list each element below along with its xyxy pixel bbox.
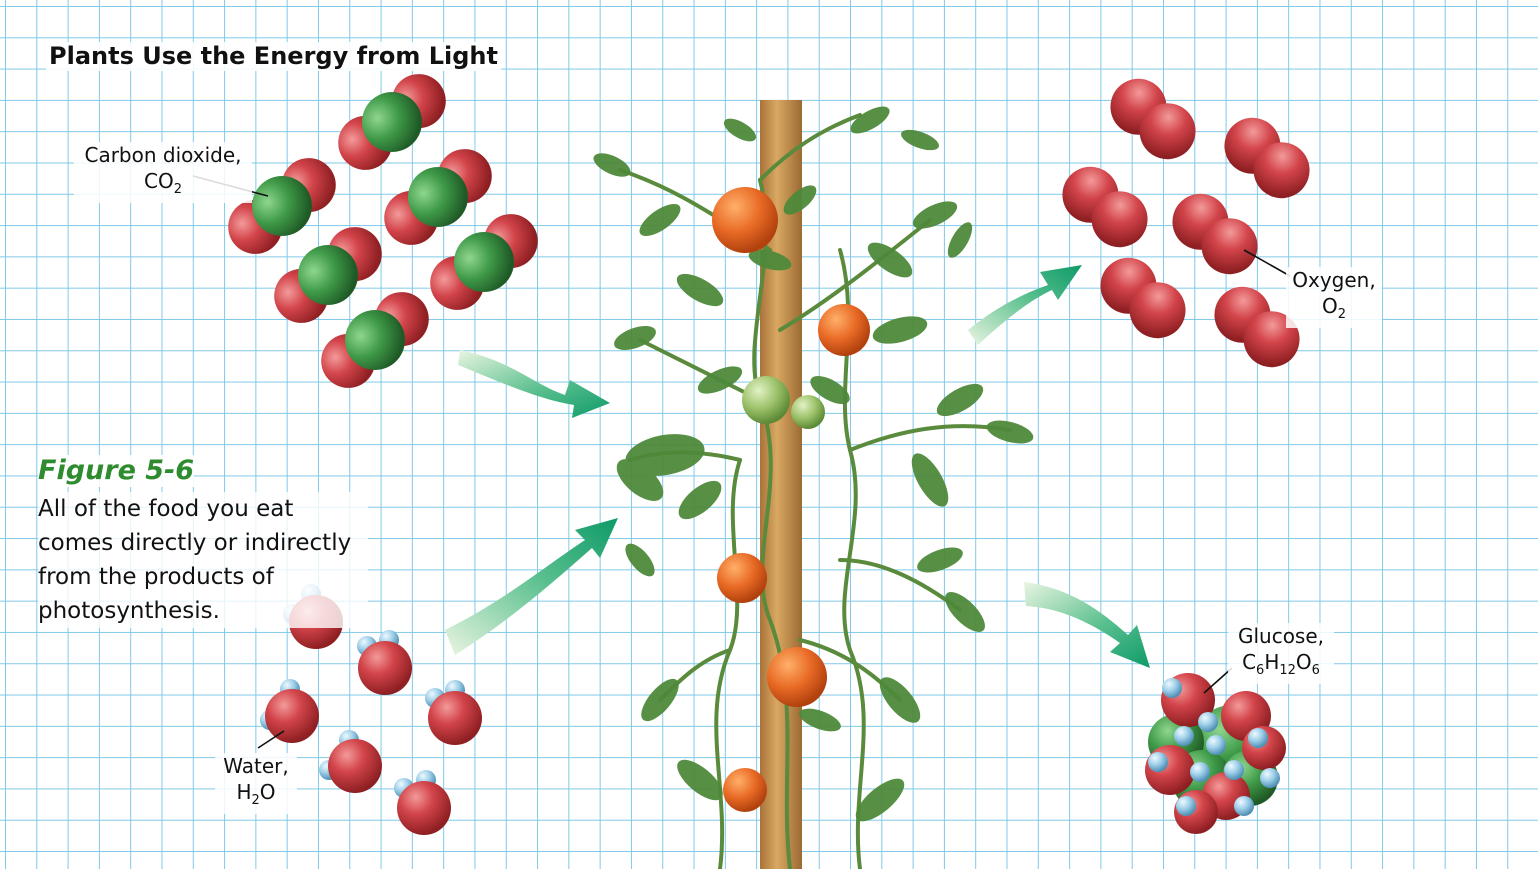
tomato: [723, 768, 767, 812]
o2-formula-main: O: [1322, 294, 1338, 318]
tomato-plant-icon: [590, 100, 1036, 869]
figure-caption: All of the food you eat comes directly o…: [38, 492, 368, 628]
o2-molecule-icon: [1099, 67, 1207, 170]
h2o-formula-o: O: [260, 780, 276, 804]
o2-label: Oxygen, O2: [1286, 267, 1382, 328]
co2-name: Carbon dioxide,: [76, 142, 250, 168]
co2-molecules: [193, 61, 551, 401]
glucose-formula-h: H: [1264, 650, 1279, 674]
h2o-formula-sub: 2: [252, 793, 260, 808]
flow-arrow-icon: [458, 350, 610, 418]
h2o-molecule-icon: [357, 630, 412, 695]
h2o-molecule-icon: [425, 680, 482, 745]
h2o-formula: H2O: [217, 779, 295, 814]
glucose-formula-h-n: 12: [1279, 663, 1296, 678]
tomato: [767, 647, 827, 707]
co2-formula-main: CO: [144, 169, 174, 193]
h2o-molecule-icon: [394, 770, 451, 835]
o2-formula: O2: [1288, 293, 1380, 328]
tomato: [717, 553, 767, 603]
flow-arrow-icon: [445, 518, 618, 655]
tomato: [818, 304, 870, 356]
flow-arrow-icon: [1024, 582, 1150, 668]
h2o-molecule-icon: [260, 679, 319, 743]
o2-molecule-icon: [1161, 182, 1269, 285]
co2-molecule-icon: [325, 61, 458, 183]
green-tomato: [791, 395, 825, 429]
o2-name: Oxygen,: [1288, 267, 1380, 293]
glucose-formula: C6H12O6: [1230, 649, 1332, 684]
co2-formula: CO2: [76, 168, 250, 203]
glucose-molecule-icon: [1145, 668, 1286, 834]
o2-molecule-icon: [1089, 246, 1197, 349]
o2-formula-sub: 2: [1338, 307, 1346, 322]
o2-molecule-icon: [1051, 155, 1159, 258]
glucose-label: Glucose, C6H12O6: [1228, 623, 1334, 684]
co2-formula-sub: 2: [174, 182, 182, 197]
green-tomato: [742, 376, 790, 424]
o2-molecule-icon: [1213, 106, 1321, 209]
glucose-formula-c: C: [1242, 650, 1256, 674]
flow-arrow-icon: [968, 265, 1082, 345]
h2o-label: Water, H2O: [215, 753, 297, 814]
h2o-name: Water,: [217, 753, 295, 779]
h2o-formula-h: H: [236, 780, 251, 804]
tomato: [712, 187, 778, 253]
o2-molecules: [1051, 67, 1321, 378]
figure-label: Figure 5-6: [38, 455, 194, 487]
h2o-molecule-icon: [319, 730, 382, 793]
glucose-name: Glucose,: [1230, 623, 1332, 649]
co2-label: Carbon dioxide, CO2: [74, 142, 252, 203]
glucose-formula-o-n: 6: [1312, 663, 1320, 678]
glucose-formula-o: O: [1296, 650, 1312, 674]
diagram-title: Plants Use the Energy from Light: [46, 42, 501, 71]
